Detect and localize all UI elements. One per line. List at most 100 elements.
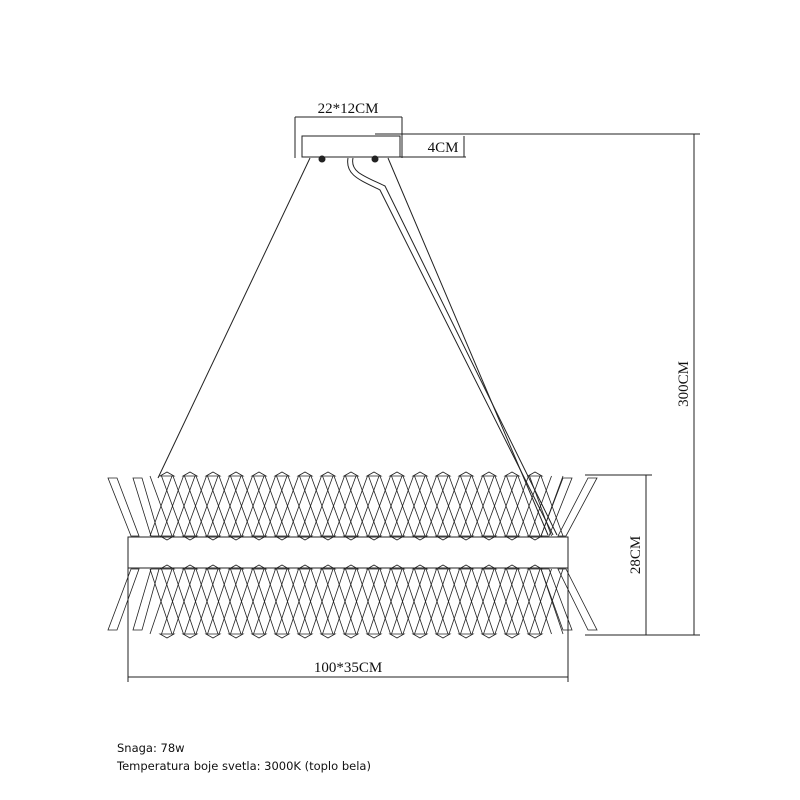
crystal-edge xyxy=(310,568,334,635)
crystal-edge xyxy=(333,475,357,537)
crystal-prism xyxy=(132,477,160,537)
crystal-edge xyxy=(517,568,541,635)
crystal-edge xyxy=(529,568,552,635)
crystal-prism xyxy=(434,633,452,639)
crystal-prism xyxy=(434,471,452,477)
crystal-edge xyxy=(356,475,380,537)
crystal-edge xyxy=(529,475,552,537)
crystal-prism xyxy=(411,471,429,477)
crystal-prism xyxy=(388,535,406,541)
crystal-edge xyxy=(322,475,345,537)
total-height-label: 300CM xyxy=(676,361,692,407)
crystal-edge xyxy=(437,568,460,635)
crystal-prism xyxy=(204,535,222,541)
crystal-edge xyxy=(218,568,242,635)
crystal-edge xyxy=(391,568,414,635)
crystal-edge xyxy=(379,475,403,537)
crystal-prism xyxy=(250,633,268,639)
crystal-edge xyxy=(368,475,391,537)
crystal-edge xyxy=(448,568,472,635)
crystal-prism xyxy=(250,535,268,541)
crystal-prism xyxy=(557,477,598,537)
crystal-prism xyxy=(503,564,521,570)
crystal-prism xyxy=(181,535,199,541)
crystal-edge xyxy=(287,568,311,635)
crystal-prism xyxy=(342,564,360,570)
crystal-prism xyxy=(503,633,521,639)
canopy-size-label: 22*12CM xyxy=(318,101,379,117)
crystal-edge xyxy=(149,475,173,537)
suspension-wire-left xyxy=(157,157,311,479)
crystal-prism xyxy=(273,471,291,477)
crystal-edge xyxy=(345,568,368,635)
crystal-edge xyxy=(230,475,253,537)
crystal-prism xyxy=(158,633,176,639)
crystal-edge xyxy=(299,475,322,537)
crystal-prism xyxy=(365,535,383,541)
crystal-prism xyxy=(540,568,573,631)
crystal-prism xyxy=(457,535,475,541)
crystal-edge xyxy=(460,568,483,635)
crystal-edge xyxy=(299,568,322,635)
power-spec: Snaga: 78w xyxy=(117,741,185,755)
crystal-edge xyxy=(517,475,541,537)
crystal-edge xyxy=(218,475,242,537)
crystal-edge xyxy=(207,475,230,537)
crystal-edge xyxy=(172,568,196,635)
body-size-label: 100*35CM xyxy=(314,660,382,676)
crystal-edge xyxy=(195,568,219,635)
crystal-edge xyxy=(425,475,449,537)
crystal-edge xyxy=(483,568,506,635)
lamp-body xyxy=(127,536,569,569)
crystal-edge xyxy=(241,475,265,537)
crystal-prism xyxy=(411,633,429,639)
color-temperature-spec: Temperatura boje svetla: 3000K (toplo be… xyxy=(117,759,371,773)
crystal-prism xyxy=(181,633,199,639)
crystal-edge xyxy=(506,475,529,537)
crystal-edge xyxy=(448,475,472,537)
crystal-edge xyxy=(230,568,253,635)
crystal-edge xyxy=(483,475,506,537)
crystal-prism xyxy=(296,535,314,541)
crystal-prism xyxy=(342,535,360,541)
crystal-prism xyxy=(296,633,314,639)
crystal-prism xyxy=(540,477,573,537)
crystal-prism xyxy=(319,633,337,639)
crystal-prism xyxy=(503,535,521,541)
crystal-prism xyxy=(227,564,245,570)
crystal-edge xyxy=(253,568,276,635)
crystal-prism xyxy=(388,564,406,570)
crystal-edge xyxy=(264,475,288,537)
crystal-prism xyxy=(319,564,337,570)
crystal-prism xyxy=(107,568,140,631)
crystal-edge xyxy=(322,568,345,635)
crystal-edge xyxy=(540,568,564,635)
crystal-edge xyxy=(437,475,460,537)
crystal-prism xyxy=(526,535,544,541)
crystal-edge xyxy=(161,475,184,537)
crystal-edge xyxy=(207,568,230,635)
crystal-prism xyxy=(480,535,498,541)
crystal-edge xyxy=(425,568,449,635)
crystal-prism xyxy=(388,471,406,477)
crystal-prism xyxy=(132,568,160,631)
crystal-prism xyxy=(273,633,291,639)
crystal-edge xyxy=(494,568,518,635)
crystal-prism xyxy=(411,564,429,570)
crystal-prism xyxy=(107,477,140,537)
crystal-edge xyxy=(471,475,495,537)
canopy-height-label: 4CM xyxy=(428,140,459,156)
crystal-prism xyxy=(365,471,383,477)
crystal-edge xyxy=(241,568,265,635)
crystal-prism xyxy=(365,633,383,639)
crystal-prism xyxy=(526,471,544,477)
crystal-prism xyxy=(365,564,383,570)
crystal-prism xyxy=(434,564,452,570)
crystal-edge xyxy=(506,568,529,635)
crystal-prism xyxy=(503,471,521,477)
crystal-edge xyxy=(161,568,184,635)
crystal-edge xyxy=(414,475,437,537)
crystal-prism xyxy=(411,535,429,541)
crystal-prism xyxy=(158,471,176,477)
crystal-edge xyxy=(356,568,380,635)
